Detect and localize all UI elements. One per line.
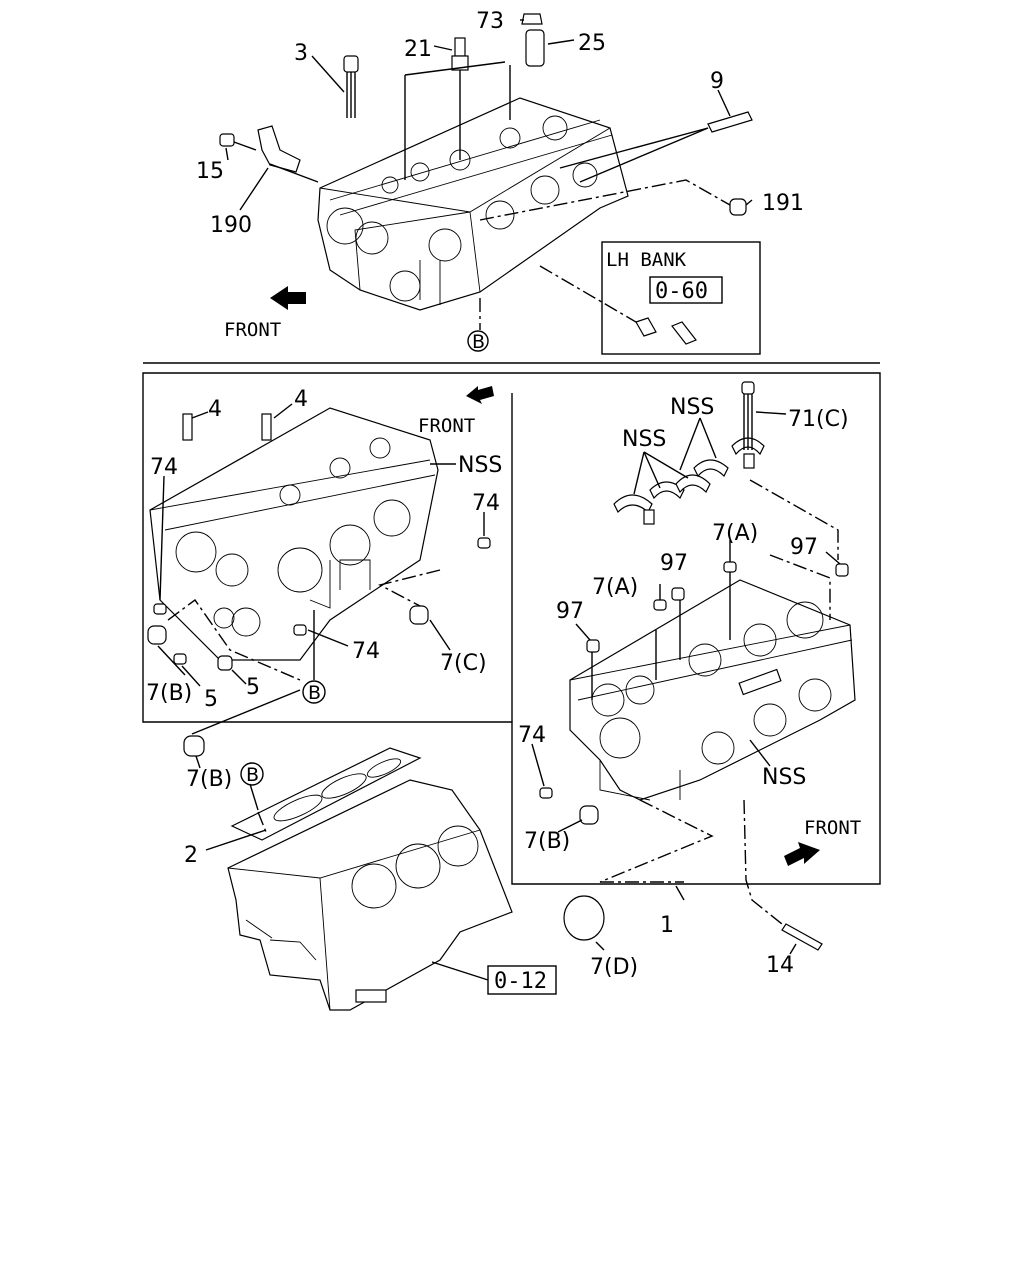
assembly-frame bbox=[142, 372, 881, 885]
callout-2: 2 bbox=[184, 843, 198, 868]
plug-74-right bbox=[477, 537, 491, 549]
bolt-15 bbox=[219, 133, 257, 151]
plug-7b-right bbox=[579, 805, 599, 825]
tube-25 bbox=[525, 29, 545, 67]
callout-73: 73 bbox=[476, 9, 504, 34]
ref-b-top-circle bbox=[467, 330, 489, 352]
plug-7a-2 bbox=[723, 561, 737, 573]
front-arrow-left-icon bbox=[466, 386, 494, 404]
callout-7b-left: 7(B) bbox=[146, 681, 192, 706]
spark-plug-21 bbox=[451, 37, 469, 100]
callout-7a-1: 7(A) bbox=[712, 521, 758, 546]
callout-7b-mid: 7(B) bbox=[186, 767, 232, 792]
callout-9: 9 bbox=[710, 69, 724, 94]
plug-5b bbox=[217, 655, 233, 671]
plug-74-left bbox=[153, 603, 167, 615]
callout-74b: 74 bbox=[472, 491, 500, 516]
callout-5a: 5 bbox=[204, 687, 218, 712]
ref-b-top: B bbox=[472, 331, 485, 353]
callout-7b-right: 7(B) bbox=[524, 829, 570, 854]
front-label-left: FRONT bbox=[418, 415, 475, 437]
callout-15: 15 bbox=[196, 159, 224, 184]
dowel-97b bbox=[671, 587, 685, 601]
front-label-top: FRONT bbox=[224, 319, 281, 341]
callout-74c: 74 bbox=[352, 639, 380, 664]
ref-b-gasket: B bbox=[246, 764, 259, 786]
plug-5a bbox=[173, 653, 187, 665]
right-leader-lines bbox=[531, 411, 841, 883]
plug-7b-left bbox=[147, 625, 167, 645]
callout-7d: 7(D) bbox=[590, 955, 638, 980]
plug-7a-1 bbox=[653, 599, 667, 611]
callout-5b: 5 bbox=[246, 675, 260, 700]
nss-right-1: NSS bbox=[670, 395, 714, 420]
front-label-right: FRONT bbox=[804, 817, 861, 839]
callout-3: 3 bbox=[294, 41, 308, 66]
callout-7a-2: 7(A) bbox=[592, 575, 638, 600]
callout-4b: 4 bbox=[294, 387, 308, 412]
leader-7b-mid bbox=[191, 689, 301, 735]
lh-bank-label: LH BANK bbox=[606, 249, 687, 271]
stud-9 bbox=[707, 111, 753, 133]
bearing-caps bbox=[613, 437, 765, 525]
front-arrow-top-icon bbox=[270, 286, 306, 310]
callout-191: 191 bbox=[762, 191, 804, 216]
nss-right-3: NSS bbox=[762, 765, 806, 790]
lh-bank-panel bbox=[601, 241, 761, 355]
core-plug-7d bbox=[563, 895, 605, 941]
leader-7b-mid-2 bbox=[195, 755, 201, 769]
bottom-leader-lines bbox=[205, 783, 797, 981]
bracket-190 bbox=[257, 125, 301, 173]
top-cylinder-head-assembly bbox=[317, 97, 629, 311]
ref-060-label: 0-60 bbox=[655, 279, 708, 304]
stud-14 bbox=[781, 923, 823, 951]
ref-b-left: B bbox=[308, 682, 321, 704]
right-cylinder-head bbox=[569, 579, 856, 801]
cylinder-block bbox=[227, 779, 513, 1011]
callout-4a: 4 bbox=[208, 397, 222, 422]
top-leader-lines bbox=[225, 19, 753, 330]
cap-73 bbox=[521, 13, 543, 25]
callout-7c: 7(C) bbox=[440, 651, 487, 676]
dowel-97a bbox=[586, 639, 600, 653]
plug-7b-mid bbox=[183, 735, 205, 757]
nss-left: NSS bbox=[458, 453, 502, 478]
bolt-3 bbox=[343, 55, 359, 118]
ref-b-left-circle bbox=[302, 680, 326, 704]
callout-190: 190 bbox=[210, 213, 252, 238]
callout-74-right: 74 bbox=[518, 723, 546, 748]
dowel-97c bbox=[835, 563, 849, 577]
callout-14: 14 bbox=[766, 953, 794, 978]
plug-7c bbox=[409, 605, 429, 625]
callout-97-right: 97 bbox=[790, 535, 818, 560]
callout-21: 21 bbox=[404, 37, 432, 62]
ref-b-gasket-circle bbox=[240, 762, 264, 786]
callout-97-mid: 97 bbox=[660, 551, 688, 576]
nss-right-2: NSS bbox=[622, 427, 666, 452]
plug-74-bottom bbox=[293, 624, 307, 636]
ref-012-box bbox=[487, 965, 557, 995]
callout-71c: 71(C) bbox=[788, 407, 849, 432]
plug-191 bbox=[729, 198, 747, 216]
left-leader-lines bbox=[157, 403, 485, 687]
ref-012-label: 0-12 bbox=[494, 969, 547, 994]
front-arrow-right-icon bbox=[784, 842, 820, 866]
callout-1: 1 bbox=[660, 913, 674, 938]
bolt-71c bbox=[741, 381, 755, 450]
left-cylinder-head bbox=[149, 407, 439, 661]
callout-25: 25 bbox=[578, 31, 606, 56]
plug-74-right-head bbox=[539, 787, 553, 799]
callout-97-left: 97 bbox=[556, 599, 584, 624]
callout-74a: 74 bbox=[150, 455, 178, 480]
